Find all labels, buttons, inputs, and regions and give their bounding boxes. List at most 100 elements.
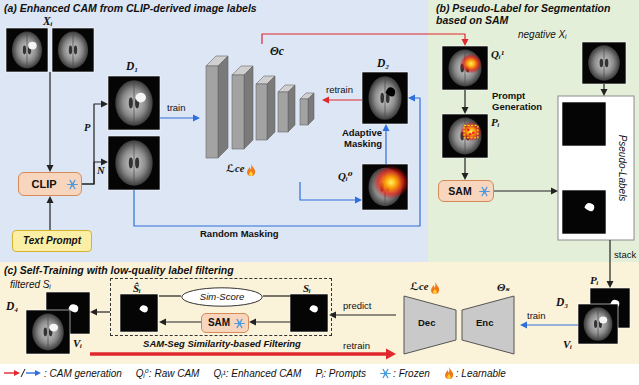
graphic-part [139,305,148,312]
edge-label: Prompt Generation [492,91,552,113]
prompt-image: Pᵢ [442,114,488,158]
graphic-part [23,46,26,55]
label-text: Pᵢ [590,274,599,287]
connector-line [464,90,465,109]
connector [262,34,469,46]
edge-label: predict [343,301,372,312]
graphic-part [384,372,387,375]
mri-slice [108,136,160,190]
graphic-part [115,80,152,125]
connector-line [300,182,357,200]
label-text: negative Xᵢ [518,29,567,41]
graphic-part [482,187,487,195]
connector-line [609,240,610,283]
mri-slice [582,42,626,84]
label-text: (a) Enhanced CAM from CLIP-derived image… [4,2,257,14]
graphic-part [373,166,409,199]
mri-slice [26,310,70,354]
graphic-part [218,56,228,158]
arrow-head [101,101,108,108]
legend-item: : CAM generation [4,368,122,379]
label-text: CLIP [31,178,56,191]
graphic-part [385,87,395,96]
connector [520,322,578,329]
label-text: (c) Self-Training with low-quality label… [4,264,234,276]
model-box: CLIP [18,172,82,196]
arrow-head [47,196,54,203]
graphic-part [206,66,218,158]
legend-text: : Frozen [393,368,430,379]
graphic-part [12,32,42,69]
arrow-head [551,188,558,195]
connector-line [262,34,465,44]
legend-item: Qᵢ⁰: Raw CAM [136,368,200,379]
graphic-part [278,92,288,132]
edge-label: train [527,311,545,322]
arrow-head [520,322,527,329]
graphic-part [74,46,77,55]
cnn-block [256,76,275,140]
connector-line [164,321,201,322]
graphic-part [4,372,15,373]
graphic-part [362,72,408,124]
label-text: Vᵢ [563,338,572,351]
label-text: filtered Sᵢ [10,279,51,291]
graphic-part [48,315,49,348]
graphic-part [232,75,244,149]
graphic-part [588,45,620,80]
graphic-part [584,307,613,341]
edge-label: train [167,103,185,114]
connector [607,240,614,288]
arrow-head [329,312,336,319]
graphic-part [120,294,158,332]
mri-slice [442,114,488,158]
edge-label: P [84,122,90,134]
graphic-part [6,28,48,72]
connector-line [160,117,195,118]
connector [329,312,396,319]
graphic-part [433,289,437,294]
dataset-stack: filtered SᵢD₄Vᵢ [26,292,90,356]
connector [160,115,200,122]
label-text: D₃ [556,296,568,309]
graphic-part [300,99,308,125]
graphic-part [28,42,36,50]
label-text: Sᵢ [303,282,311,295]
graphic-part [26,310,70,354]
network: Θcℒce [200,44,322,182]
cam-image: Qᵢ⁰ [362,164,408,210]
graphic-part [256,84,267,140]
arrow-head [383,124,390,131]
graphic-part [562,102,606,146]
score-ellipse: Sim-Score [181,287,263,307]
connector [90,309,110,316]
label-text: Qᵢ⁰ [338,170,353,183]
connector-line [327,99,362,100]
label-text: D₁ [126,60,138,73]
graphic-part [134,82,135,123]
arrow-head [601,89,608,96]
mask-image: Sᵢ [291,295,329,333]
graphic-part [136,93,146,103]
frozen-icon [234,318,245,329]
panel-ground [0,0,428,262]
cnn-block [206,56,228,158]
edge-label: Adaptive Masking [328,128,382,150]
legend: : CAM generationQᵢ⁰: Raw CAMQᵢ¹: Enhance… [4,367,506,379]
image: negative Xᵢ [582,42,626,84]
label-text: Sim-Score [200,292,244,303]
graphic-part [594,320,597,328]
dataset-stack: D₃PᵢVᵢ [578,288,630,344]
connector [134,95,420,227]
graphic-part [288,85,295,132]
legend-item: : Learnable [444,367,506,379]
edge-label: retrain [343,341,370,352]
connector-line [494,190,553,191]
edge-label: N [97,165,105,177]
connector [263,296,291,297]
arrow-head [249,319,256,326]
arrow-head [462,107,469,114]
mri-slice [562,102,606,146]
